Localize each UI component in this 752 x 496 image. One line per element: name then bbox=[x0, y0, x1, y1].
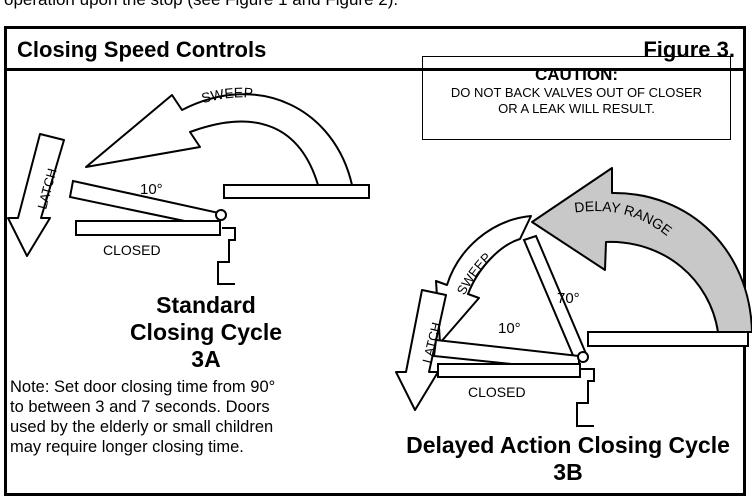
caution-box: CAUTION: DO NOT BACK VALVES OUT OF CLOSE… bbox=[422, 56, 731, 140]
intro-text: operation upon the stop (see Figure 1 an… bbox=[4, 0, 398, 10]
caption-3b: Delayed Action Closing Cycle 3B bbox=[383, 432, 752, 486]
figure-title: Closing Speed Controls bbox=[17, 37, 267, 62]
caption-3a-line-3: 3A bbox=[191, 346, 221, 372]
caution-line-2: OR A LEAK WILL RESULT. bbox=[498, 101, 655, 116]
caption-3a-line-2: Closing Cycle bbox=[129, 319, 283, 345]
diagram-3b: DELAY RANGE SWEEP LATCH 70° 10° CLOSED bbox=[395, 167, 752, 427]
frame-jamb-b bbox=[576, 368, 595, 427]
door-closed-b bbox=[437, 363, 581, 378]
caution-line-1: DO NOT BACK VALVES OUT OF CLOSER bbox=[450, 85, 703, 100]
door-open-a bbox=[223, 184, 370, 199]
diagram-3a: SWEEP LATCH 10° CLOSED bbox=[7, 84, 370, 285]
angle-label-a: 10° bbox=[140, 181, 163, 198]
frame-jamb-a bbox=[217, 227, 236, 285]
door-open-b bbox=[587, 331, 749, 347]
angle-10-label-b: 10° bbox=[498, 320, 521, 337]
angle-70-label: 70° bbox=[557, 290, 580, 307]
caption-3a-line-1: Standard bbox=[156, 292, 256, 318]
door-pivot-a bbox=[215, 209, 227, 221]
latch-arrow-a bbox=[7, 133, 65, 257]
door-pivot-b bbox=[577, 351, 589, 363]
closing-cycle-diagrams: SWEEP LATCH 10° CLOSED DELAY RANGE SWEEP… bbox=[7, 84, 752, 427]
closed-label-a: CLOSED bbox=[103, 242, 161, 258]
sweep-arrow-a bbox=[85, 93, 353, 186]
note-line-3: used by the elderly or small children bbox=[10, 418, 274, 436]
figure-number: Figure 3. bbox=[643, 37, 735, 62]
door-closed-a bbox=[75, 220, 221, 236]
caption-3b-line-1: Delayed Action Closing Cycle bbox=[406, 432, 730, 458]
note-line-4: may require longer closing time. bbox=[10, 438, 244, 456]
figure-header: Closing Speed Controls Figure 3. bbox=[7, 29, 743, 71]
closed-label-b: CLOSED bbox=[468, 384, 526, 400]
caution-title: CAUTION: bbox=[534, 65, 619, 84]
note-line-2: to between 3 and 7 seconds. Doors bbox=[10, 398, 270, 416]
note-line-1: Note: Set door closing time from 90° bbox=[10, 378, 276, 396]
intro-text-fragment: operation upon the stop (see Figure 1 an… bbox=[0, 0, 752, 22]
latch-arrow-b bbox=[395, 289, 447, 411]
sweep-arrow-b bbox=[435, 215, 532, 344]
delay-range-arrow bbox=[531, 167, 752, 333]
closing-time-note: Note: Set door closing time from 90° to … bbox=[10, 377, 410, 457]
caption-3b-line-2: 3B bbox=[553, 459, 583, 485]
caption-3a: Standard Closing Cycle 3A bbox=[96, 292, 316, 373]
